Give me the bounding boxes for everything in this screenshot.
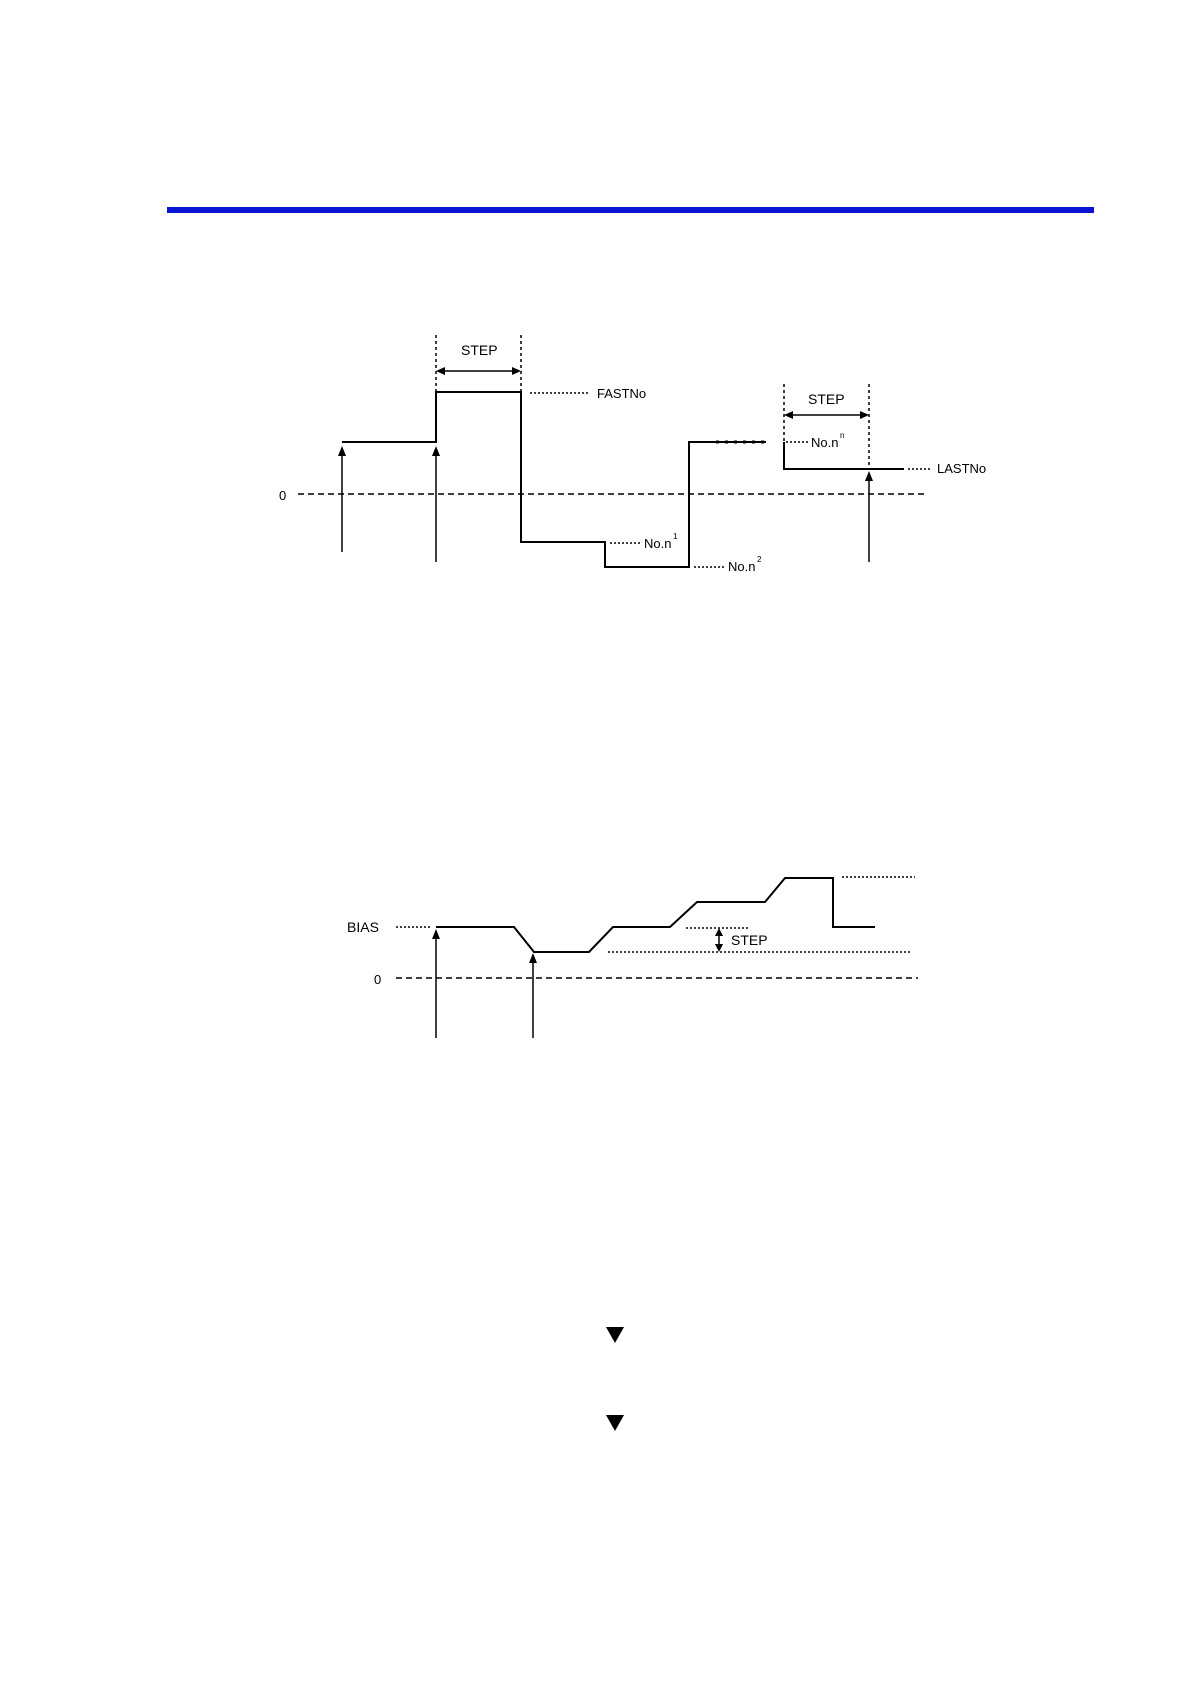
- arrowhead: [529, 953, 537, 963]
- arrowhead: [715, 944, 723, 952]
- bias-label: BIAS: [347, 919, 379, 935]
- step-label: STEP: [731, 932, 768, 948]
- arrowhead: [715, 928, 723, 936]
- down-triangle-icon: [606, 1327, 624, 1343]
- bias-waveform: [436, 878, 875, 952]
- arrowhead: [432, 929, 440, 939]
- zero-label: 0: [374, 972, 381, 987]
- down-triangle-icon: [606, 1415, 624, 1431]
